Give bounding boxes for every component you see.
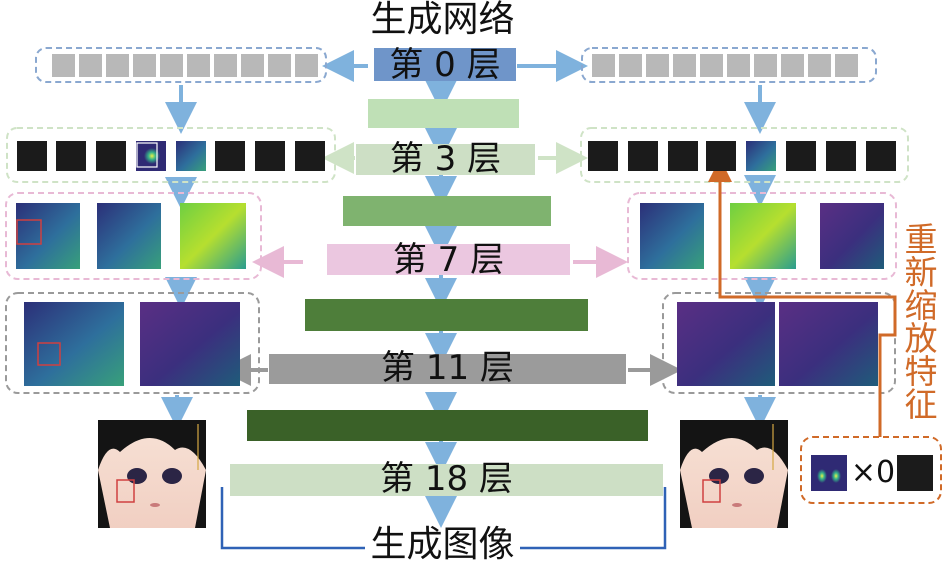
layer3-right-box xyxy=(580,127,909,183)
feature-map-face xyxy=(779,302,878,386)
generated-face-right xyxy=(680,420,788,528)
feature-hotspot xyxy=(144,148,160,164)
layer-bar-11 xyxy=(269,354,626,384)
feature-map-black xyxy=(628,141,658,171)
feature-map-black xyxy=(295,141,325,171)
layer7-right-featuremaps xyxy=(640,203,884,269)
feature-map-face xyxy=(180,203,246,269)
generator-bar xyxy=(305,299,588,331)
layer-bar-0 xyxy=(374,48,516,81)
layer3-left-featuremaps xyxy=(17,141,325,171)
feature-hotspot xyxy=(817,469,827,483)
layer-label-18: 第 18 层 xyxy=(380,459,513,499)
layer11-right-box xyxy=(662,292,896,394)
highlight-box xyxy=(116,479,135,503)
feature-hotspot xyxy=(831,469,841,483)
latent-cell xyxy=(133,54,156,77)
feature-map-face xyxy=(730,203,796,269)
latent-cell xyxy=(673,54,696,77)
layer-label-0: 第 0 层 xyxy=(389,45,501,85)
right-output-connector xyxy=(520,487,667,550)
feature-map-face xyxy=(97,203,161,269)
rescale-feedback-path xyxy=(708,158,897,437)
latent-cell xyxy=(214,54,237,77)
layer3-left-box xyxy=(6,127,336,183)
feature-map-face xyxy=(24,302,124,386)
layer7-right-box xyxy=(627,192,897,280)
feature-map-black xyxy=(866,141,896,171)
feature-map-black xyxy=(826,141,856,171)
layer7-left-featuremaps xyxy=(16,203,246,269)
layer3-right-featuremaps xyxy=(588,141,896,171)
layer0-left-box xyxy=(35,47,327,83)
latent-cell xyxy=(295,54,318,77)
layer11-left-featuremaps xyxy=(24,302,240,386)
rescale-feature-map xyxy=(811,455,847,491)
multiplier-label: ×0 xyxy=(850,455,896,490)
latent-cell xyxy=(79,54,102,77)
layer-bar-7 xyxy=(327,244,570,275)
latent-cell xyxy=(781,54,804,77)
rescale-feature-box xyxy=(800,436,942,504)
latent-cell xyxy=(106,54,129,77)
generator-bar xyxy=(343,196,551,226)
latent-cell xyxy=(727,54,750,77)
feature-map-black xyxy=(786,141,816,171)
feature-map-black xyxy=(215,141,245,171)
feature-map-black xyxy=(668,141,698,171)
output-label: 生成图像 xyxy=(370,524,515,565)
layer11-right-featuremaps xyxy=(677,302,878,386)
generator-bar xyxy=(368,99,519,128)
layer-label-7: 第 7 层 xyxy=(392,240,505,280)
latent-cell xyxy=(268,54,291,77)
highlight-box xyxy=(16,219,42,245)
feature-map-face xyxy=(140,302,240,386)
latent-cell xyxy=(187,54,210,77)
zeroed-feature-map xyxy=(897,455,933,491)
latent-cell xyxy=(835,54,858,77)
feature-map-face xyxy=(16,203,80,269)
generator-bar xyxy=(247,410,648,441)
highlight-box xyxy=(702,479,721,503)
latent-cell xyxy=(52,54,75,77)
latent-cell xyxy=(646,54,669,77)
layer-bar-3 xyxy=(356,144,535,175)
feature-map-face xyxy=(640,203,704,269)
rescale-feature-label: 重新缩放特征 xyxy=(899,222,938,420)
layer-label-11: 第 11 层 xyxy=(381,348,514,388)
highlight-box xyxy=(37,342,61,366)
feature-map-face xyxy=(677,302,775,386)
latent-cell xyxy=(808,54,831,77)
left-column-arrows xyxy=(161,85,197,429)
left-output-connector xyxy=(220,487,365,550)
diagram-title: 生成网络 xyxy=(370,0,515,40)
feature-map-face xyxy=(820,203,884,269)
latent-cell xyxy=(241,54,264,77)
latent-cell xyxy=(160,54,183,77)
feature-map-black xyxy=(56,141,86,171)
feature-map-black xyxy=(255,141,285,171)
latent-cell xyxy=(754,54,777,77)
latent-cell xyxy=(619,54,642,77)
layer11-left-box xyxy=(5,292,260,394)
generated-face-left xyxy=(98,420,206,528)
feature-map-black xyxy=(588,141,618,171)
latent-cell xyxy=(700,54,723,77)
feature-map-face xyxy=(176,141,206,171)
latent-cell xyxy=(592,54,615,77)
layer-label-3: 第 3 层 xyxy=(389,139,502,179)
layer-bar-18 xyxy=(230,464,663,496)
feature-map-black xyxy=(17,141,47,171)
feature-map-black xyxy=(96,141,126,171)
feature-map-face xyxy=(746,141,776,171)
layer7-left-box xyxy=(5,192,262,280)
feature-map-black xyxy=(706,141,736,171)
layer0-right-box xyxy=(581,47,877,83)
